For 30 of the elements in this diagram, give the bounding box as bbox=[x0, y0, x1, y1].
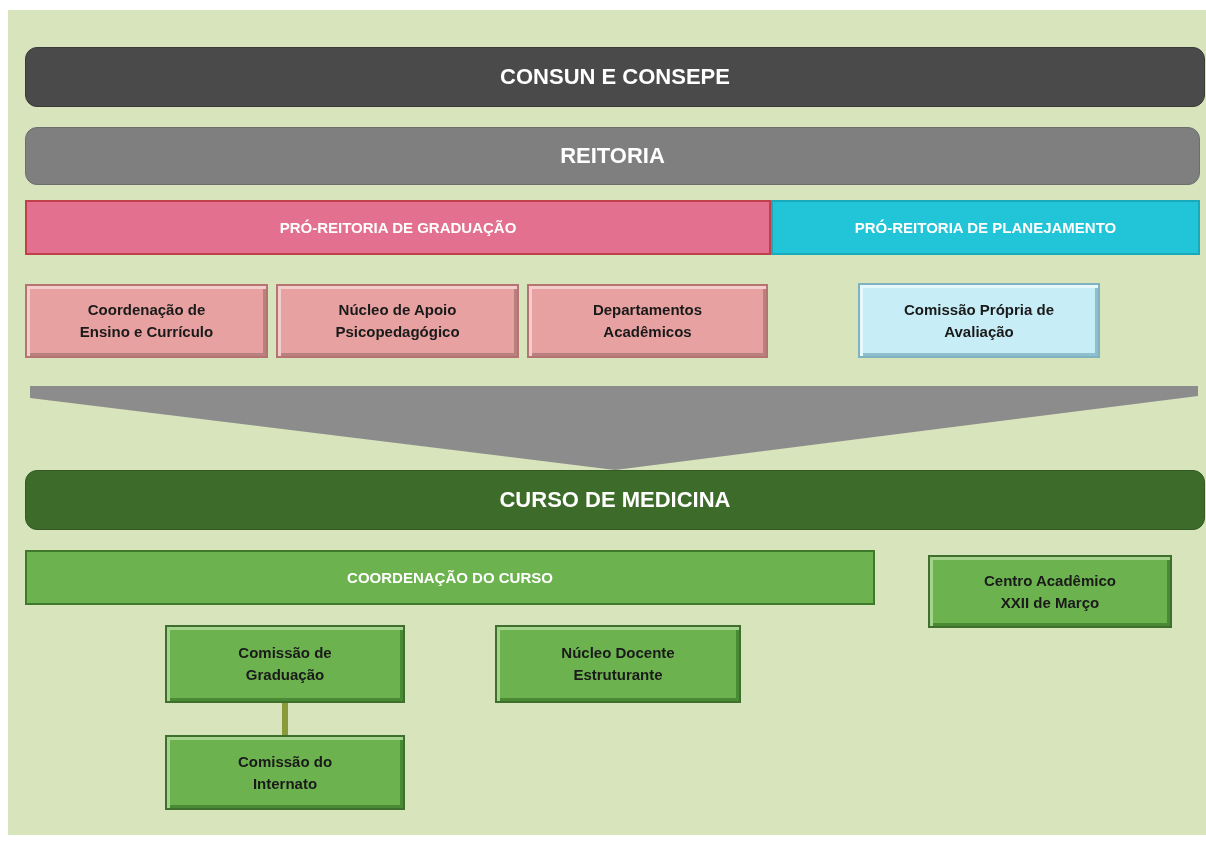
connector-line bbox=[282, 703, 288, 735]
unit-box bbox=[495, 625, 741, 703]
header-band bbox=[25, 127, 1200, 185]
unit-box bbox=[25, 284, 268, 358]
node-label: REITORIA bbox=[560, 142, 665, 171]
node-label: Departamentos Acadêmicos bbox=[591, 300, 704, 342]
chevron-arrow bbox=[30, 386, 1198, 470]
unit-bar bbox=[771, 200, 1200, 255]
node-label: Centro Acadêmico XXII de Março bbox=[983, 570, 1117, 613]
header-band bbox=[25, 470, 1205, 530]
unit-bar bbox=[25, 200, 771, 255]
node-label: Comissão de Graduação bbox=[237, 643, 333, 685]
node-label: COORDENAÇÃO DO CURSO bbox=[347, 567, 553, 588]
unit-bar bbox=[25, 550, 875, 605]
node-label: Núcleo Docente Estruturante bbox=[560, 643, 676, 685]
unit-box bbox=[276, 284, 519, 358]
header-band bbox=[25, 47, 1205, 107]
node-label: Comissão Própria de Avaliação bbox=[902, 299, 1055, 342]
node-label: PRÓ-REITORIA DE GRADUAÇÃO bbox=[279, 217, 517, 238]
node-label: Comissão do Internato bbox=[236, 751, 334, 794]
unit-box bbox=[165, 735, 405, 810]
node-label: CURSO DE MEDICINA bbox=[499, 486, 731, 515]
unit-box bbox=[858, 283, 1100, 358]
node-label: PRÓ-REITORIA DE PLANEJAMENTO bbox=[854, 217, 1117, 238]
unit-box bbox=[928, 555, 1172, 628]
unit-box bbox=[165, 625, 405, 703]
unit-box bbox=[527, 284, 768, 358]
node-label: Coordenação de Ensino e Currículo bbox=[78, 300, 215, 342]
node-label: CONSUN E CONSEPE bbox=[500, 63, 730, 92]
node-label: Núcleo de Apoio Psicopedagógico bbox=[334, 300, 461, 342]
